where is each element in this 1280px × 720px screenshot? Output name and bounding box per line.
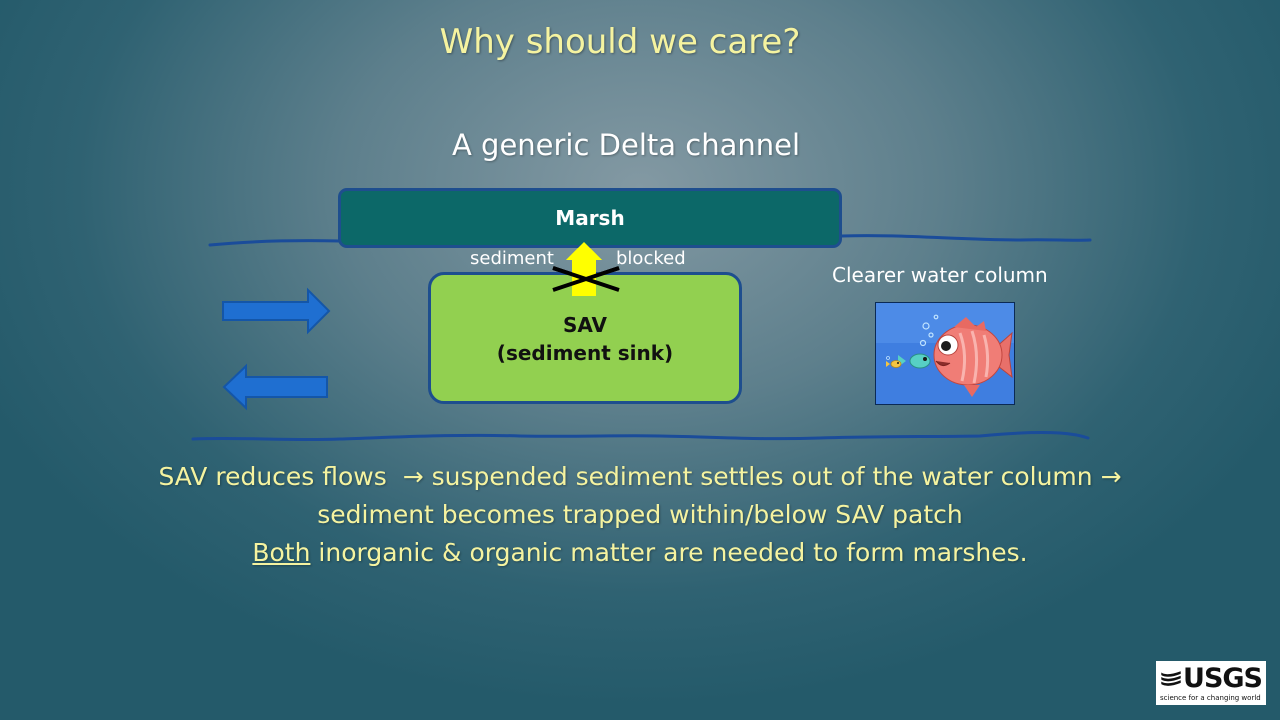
caption-line-1-part-b: suspended sediment settles out of the wa…	[431, 462, 1093, 491]
channel-bank-top-line	[208, 234, 1092, 247]
flow-arrow-left-icon	[222, 363, 328, 411]
usgs-wordmark: USGS	[1183, 663, 1263, 694]
caption-line-2: sediment becomes trapped within/below SA…	[317, 500, 963, 529]
slide-title: Why should we care?	[439, 22, 801, 62]
caption-line-1: SAV reduces flows → suspended sediment s…	[40, 458, 1240, 496]
sav-sublabel: (sediment sink)	[496, 341, 674, 365]
caption-line-3: Both inorganic & organic matter are need…	[40, 534, 1240, 572]
clear-water-label: Clearer water column	[832, 263, 1048, 287]
blocked-x-overlay-2	[552, 266, 620, 292]
sediment-label: sediment	[470, 248, 554, 269]
blocked-label: blocked	[616, 248, 686, 269]
marsh-box: Marsh	[338, 188, 842, 248]
channel-bank-bottom-line	[191, 431, 1090, 442]
arrow-icon: →	[402, 462, 424, 491]
fish-icon	[876, 303, 1014, 404]
sav-label: SAV	[562, 313, 607, 337]
caption: SAV reduces flows → suspended sediment s…	[40, 458, 1240, 572]
sediment-up-arrow-overlay-icon	[566, 242, 602, 296]
fish-illustration	[875, 302, 1015, 405]
caption-line-1-part-a: SAV reduces flows	[158, 462, 387, 491]
usgs-tagline: science for a changing world	[1160, 694, 1261, 702]
caption-underlined-word: Both	[252, 538, 311, 567]
usgs-logo: USGS science for a changing world	[1156, 661, 1266, 705]
flow-arrow-right-icon	[222, 287, 331, 335]
usgs-wave-icon	[1160, 669, 1183, 689]
diagram-subtitle: A generic Delta channel	[451, 128, 800, 162]
arrow-icon: →	[1100, 462, 1122, 491]
caption-line-3-rest: inorganic & organic matter are needed to…	[310, 538, 1028, 567]
sav-box: SAV (sediment sink)	[428, 272, 742, 404]
